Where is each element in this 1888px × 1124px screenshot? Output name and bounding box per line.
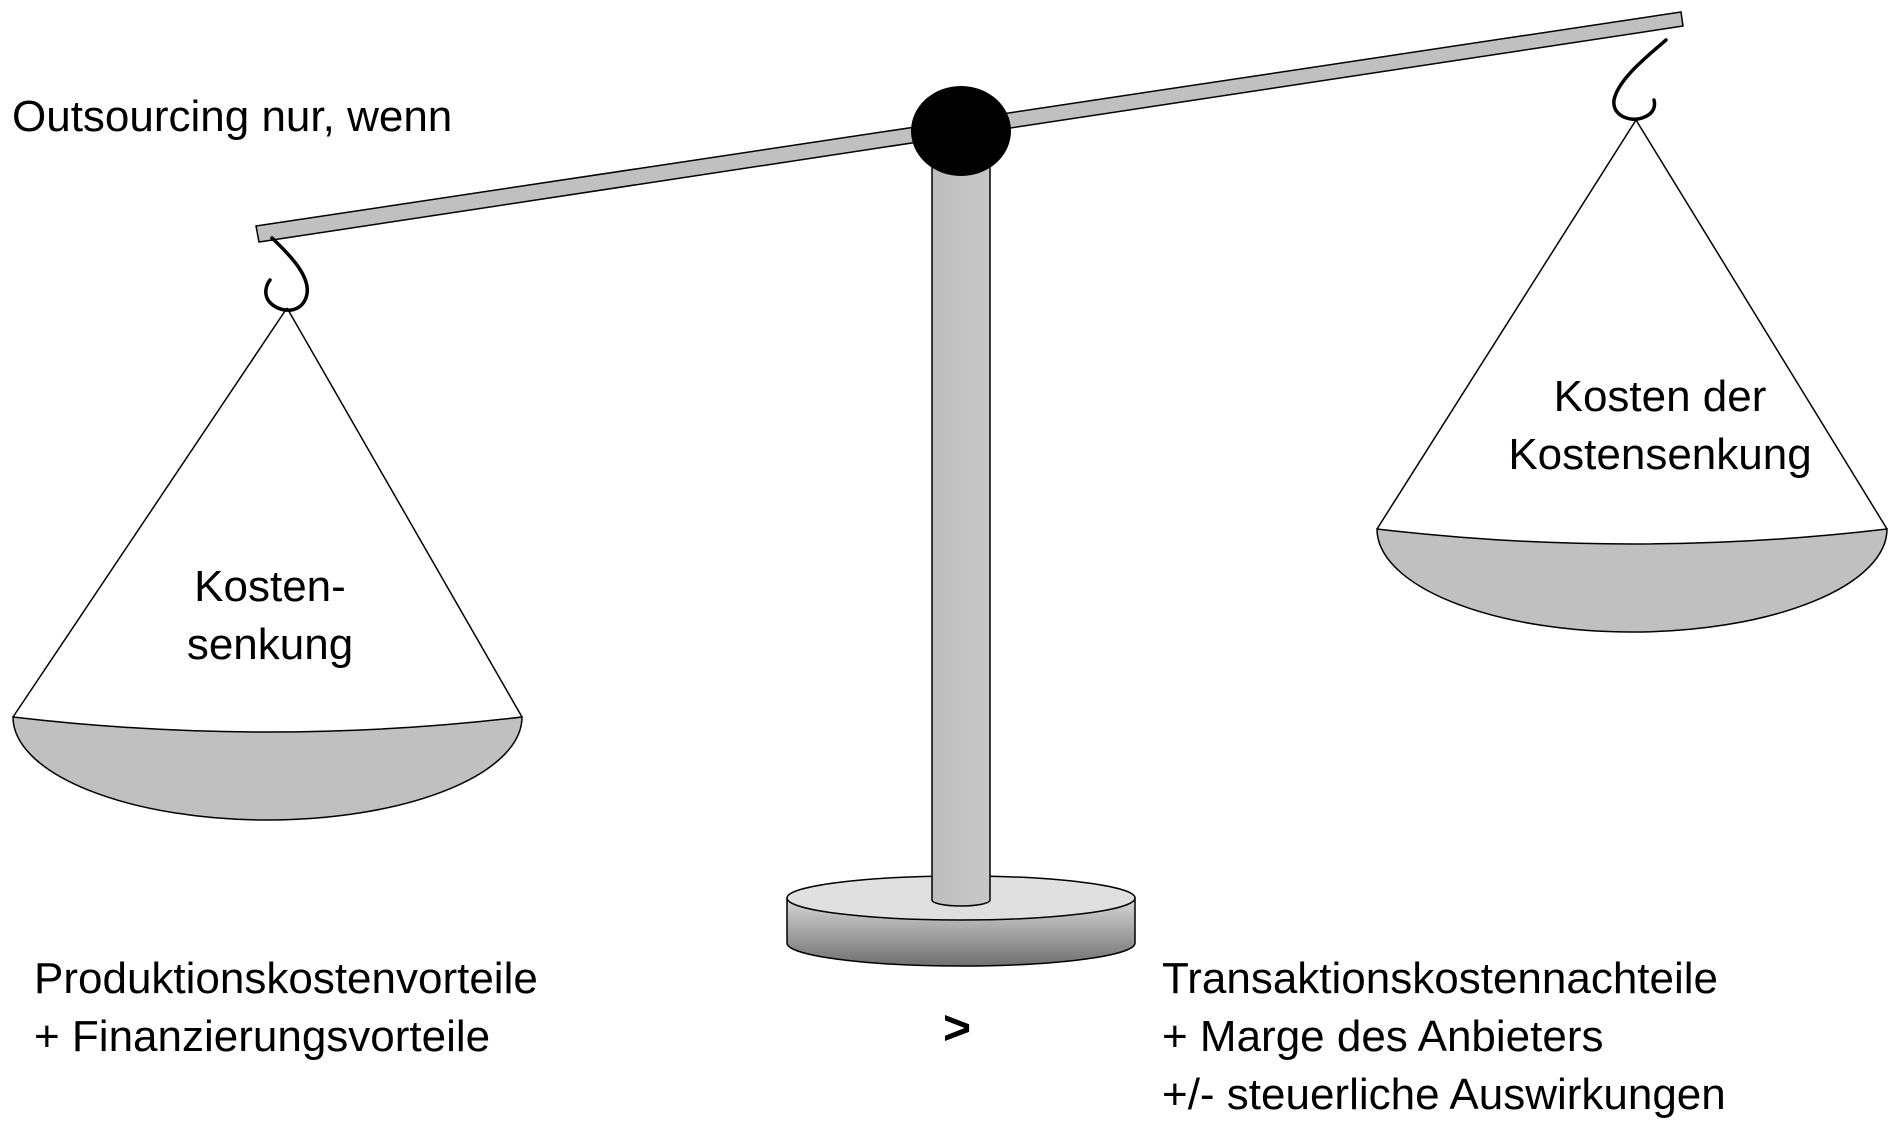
right-caption-line-1: Transaktionskostennachteile	[1162, 954, 1719, 1003]
right-pan	[1376, 528, 1888, 633]
heading-text: Outsourcing nur, wenn	[12, 92, 453, 141]
comparison-symbol: >	[943, 1002, 972, 1055]
pivot-knob	[911, 86, 1011, 176]
left-caption-line-2: + Finanzierungsvorteile	[34, 1012, 491, 1061]
right-caption: Transaktionskostennachteile + Marge des …	[1162, 950, 1726, 1124]
left-pan-label-line-2: senkung	[186, 620, 354, 669]
right-pan-label-line-1: Kosten der	[1553, 372, 1767, 421]
right-pan-label: Kosten der Kostensenkung	[1460, 368, 1860, 484]
right-pan-label-line-2: Kostensenkung	[1508, 430, 1812, 479]
scale-pole	[931, 149, 991, 907]
left-pan-label-line-1: Kosten-	[194, 562, 346, 611]
right-caption-line-3: +/- steuerliche Auswirkungen	[1162, 1070, 1726, 1119]
right-hook	[1612, 38, 1668, 121]
left-caption: Produktionskostenvorteile + Finanzierung…	[34, 950, 538, 1066]
left-caption-line-1: Produktionskostenvorteile	[34, 954, 538, 1003]
right-pan-strings	[1376, 119, 1888, 530]
left-pan	[12, 716, 523, 821]
right-caption-line-2: + Marge des Anbieters	[1162, 1012, 1604, 1061]
left-pan-label: Kosten- senkung	[170, 558, 370, 674]
left-pan-strings	[12, 307, 523, 718]
left-hook	[264, 236, 309, 312]
